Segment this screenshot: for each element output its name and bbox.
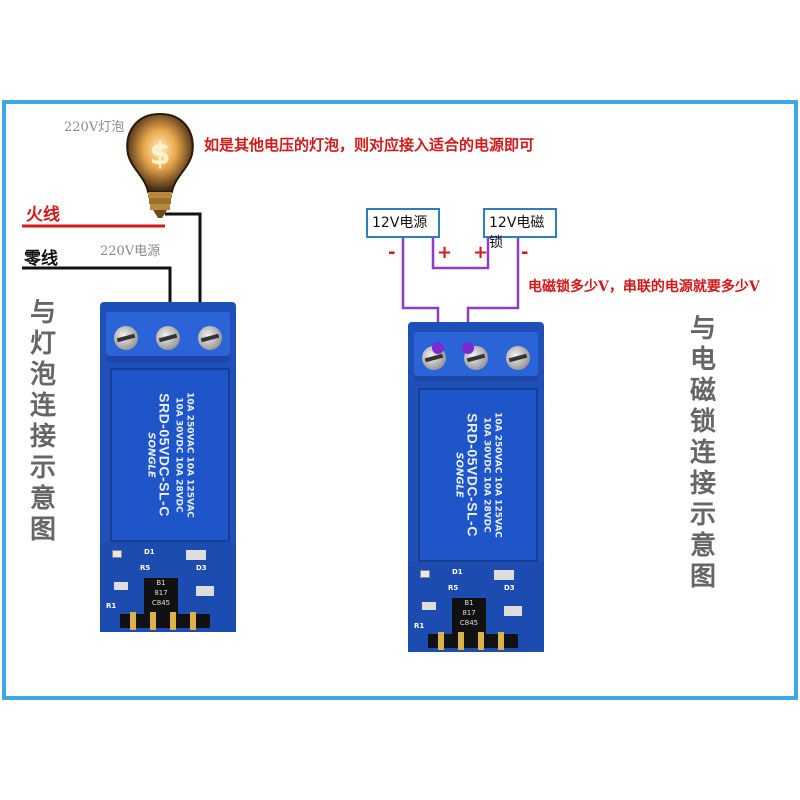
psu-plus-to-lock-plus: [431, 238, 490, 270]
pin: [170, 612, 176, 630]
silk-d1: D1: [452, 568, 463, 576]
header-pins: [428, 632, 518, 650]
chip-label-2: 817: [154, 589, 168, 597]
pin: [130, 612, 136, 630]
note-other-voltage: 如是其他电压的灯泡，则对应接入适合的电源即可: [204, 136, 535, 154]
pin: [498, 632, 504, 650]
silk-d1: D1: [144, 548, 155, 556]
chip-label-1: B1: [156, 579, 166, 587]
pin: [438, 632, 444, 650]
smd-part: [196, 586, 214, 596]
silk-d3: D3: [196, 564, 207, 572]
psu-minus-sign: -: [388, 242, 396, 263]
screw-icon: [156, 326, 180, 350]
neutral-wire-label: 零线: [24, 249, 58, 269]
header-pins: [120, 612, 210, 630]
silk-r5: R5: [140, 564, 151, 572]
silk-r1: R1: [106, 602, 117, 610]
power-220-label: 220V电源: [100, 244, 161, 259]
psu-plus-sign: +: [437, 242, 453, 263]
bulb-label: 220V灯泡: [64, 120, 125, 135]
right-caption: 与电磁锁连接示意图: [689, 314, 716, 592]
optocoupler-chip: B1 817 C845: [452, 598, 486, 634]
chip-label-1: B1: [464, 599, 474, 607]
terminal-dot-right-1: [432, 342, 444, 354]
chip-label-2: 817: [462, 609, 476, 617]
pin: [478, 632, 484, 650]
live-wire-label: 火线: [26, 205, 60, 225]
screw-terminal: [106, 312, 230, 362]
smd-part: [186, 550, 206, 560]
note-lock-voltage: 电磁锁多少V，串联的电源就要多少V: [528, 279, 760, 295]
screw-terminal: [414, 332, 538, 382]
power-12v-box: 12V电源: [366, 208, 440, 238]
smd-part: [114, 582, 128, 590]
relay-module-left: 10A 250VAC 10A 125VAC 10A 30VDC 10A 28VD…: [100, 302, 236, 632]
chip-label-3: C845: [459, 619, 479, 627]
smd-part: [494, 570, 514, 580]
smd-part: [422, 602, 436, 610]
pin: [458, 632, 464, 650]
light-bulb-icon: $: [126, 112, 194, 218]
silk-r5: R5: [448, 584, 459, 592]
neutral-wire: [22, 266, 172, 334]
pin: [190, 612, 196, 630]
relay-block: 10A 250VAC 10A 125VAC 10A 30VDC 10A 28VD…: [110, 368, 230, 542]
screw-icon: [198, 326, 222, 350]
screw-icon: [114, 326, 138, 350]
optocoupler-chip: B1 817 C845: [144, 578, 178, 614]
left-caption: 与灯泡连接示意图: [29, 298, 56, 545]
led-icon: [112, 550, 122, 558]
lock-12v-box: 12V电磁锁: [483, 208, 557, 251]
chip-label-3: C845: [151, 599, 171, 607]
bulb-to-relay-wire: [165, 212, 202, 334]
pin: [150, 612, 156, 630]
led-icon: [420, 570, 430, 578]
lock-plus-sign: +: [473, 242, 489, 263]
smd-part: [504, 606, 522, 616]
silk-r1: R1: [414, 622, 425, 630]
screw-icon: [506, 346, 530, 370]
relay-module-right: 10A 250VAC 10A 125VAC 10A 30VDC 10A 28VD…: [408, 322, 544, 652]
svg-text:$: $: [150, 137, 171, 172]
relay-block: 10A 250VAC 10A 125VAC 10A 30VDC 10A 28VD…: [418, 388, 538, 562]
terminal-dot-right-2: [462, 342, 474, 354]
lock-minus-sign: -: [521, 242, 529, 263]
silk-d3: D3: [504, 584, 515, 592]
